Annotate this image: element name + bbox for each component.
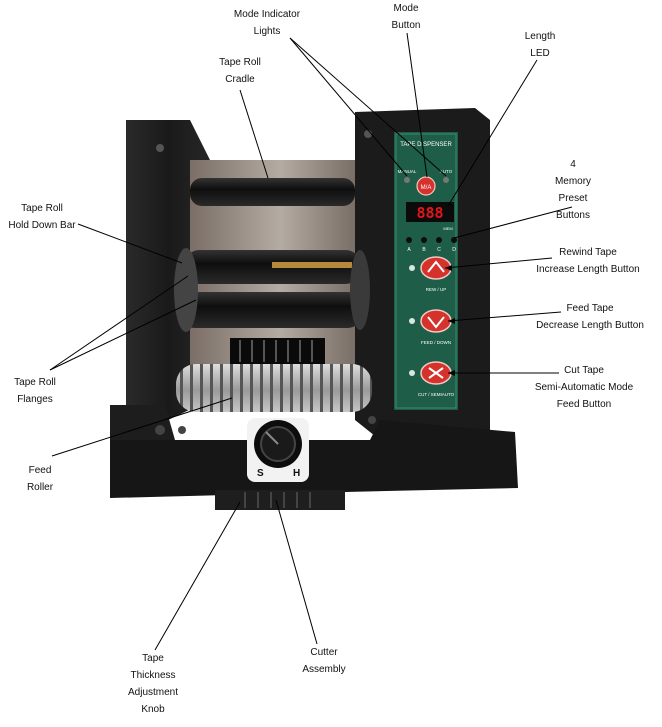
feed-button[interactable] <box>420 309 452 333</box>
auto-label: AUTO <box>440 169 453 174</box>
preset-label-c: C <box>437 247 441 253</box>
preset-label-d: D <box>452 247 456 253</box>
preset-label-a: A <box>407 247 411 253</box>
mode-button-label: M/A <box>421 185 432 191</box>
preset-button-a[interactable] <box>406 237 412 243</box>
preset-button-b[interactable] <box>421 237 427 243</box>
rew-label: REW / UP <box>426 287 447 292</box>
tape-roll-hold-down-bar <box>180 250 362 328</box>
auto-indicator-light <box>443 177 449 183</box>
down-arrow-icon <box>427 316 445 329</box>
label-mode-indicator-lights: Mode Indicator Lights <box>233 9 301 37</box>
label-tape-roll-hold-down-bar: Tape Roll Hold Down Bar <box>8 203 76 231</box>
tape-roll-cradle <box>190 178 355 206</box>
left-side-frame <box>126 120 210 440</box>
led-readout: 888 <box>416 204 443 222</box>
scissors-icon <box>428 367 444 379</box>
control-panel <box>394 132 458 410</box>
front-base <box>110 420 518 498</box>
label-memory-preset-buttons: 4 Memory Preset Buttons <box>554 159 592 221</box>
preset-button-c[interactable] <box>436 237 442 243</box>
callout-arrowheads <box>445 265 455 376</box>
label-tape-roll-cradle: Tape Roll Cradle <box>219 57 261 85</box>
label-tape-roll-flanges: Tape Roll Flanges <box>14 377 56 405</box>
preset-label-b: B <box>422 247 426 253</box>
label-mode-button: Mode Button <box>391 3 421 31</box>
label-feed-roller: Feed Roller <box>26 465 54 493</box>
manual-label: MANUAL <box>398 169 417 174</box>
label-cut-tape: Cut Tape Semi-Automatic Mode Feed Button <box>534 365 634 410</box>
cut-label: CUT / SEMIAUTO <box>418 392 455 397</box>
cutter-comb <box>230 338 325 364</box>
mem-label: MEM <box>443 226 452 231</box>
knob-h-label: H <box>293 468 300 479</box>
tape-thickness-knob[interactable] <box>247 418 309 482</box>
label-tape-thickness-knob: Tape Thickness Adjustment Knob <box>127 653 179 715</box>
label-length-led: Length LED <box>524 31 556 59</box>
label-feed-tape: Feed Tape Decrease Length Button <box>536 303 644 331</box>
cutter-assembly <box>215 490 345 510</box>
label-cutter-assembly: Cutter Assembly <box>302 647 346 675</box>
screw-icon <box>156 144 164 152</box>
screw-icon <box>368 416 376 424</box>
screw-icon <box>178 426 186 434</box>
feed-roller <box>176 364 372 412</box>
callout-lines <box>49 32 573 651</box>
mode-button[interactable] <box>416 176 436 196</box>
screw-icon <box>155 425 165 435</box>
knob-s-label: S <box>257 468 264 479</box>
tape-roll-flange-left <box>174 248 198 332</box>
preset-button-d[interactable] <box>451 237 457 243</box>
feed-label: FEED / DOWN <box>421 340 451 345</box>
length-led-display <box>406 202 454 222</box>
manual-indicator-light <box>404 177 410 183</box>
tape-roll-flange-right <box>350 250 370 330</box>
label-rewind-tape: Rewind Tape Increase Length Button <box>536 247 640 275</box>
up-arrow-icon <box>427 260 445 273</box>
panel-title: TAPE DISPENSER <box>400 142 452 148</box>
